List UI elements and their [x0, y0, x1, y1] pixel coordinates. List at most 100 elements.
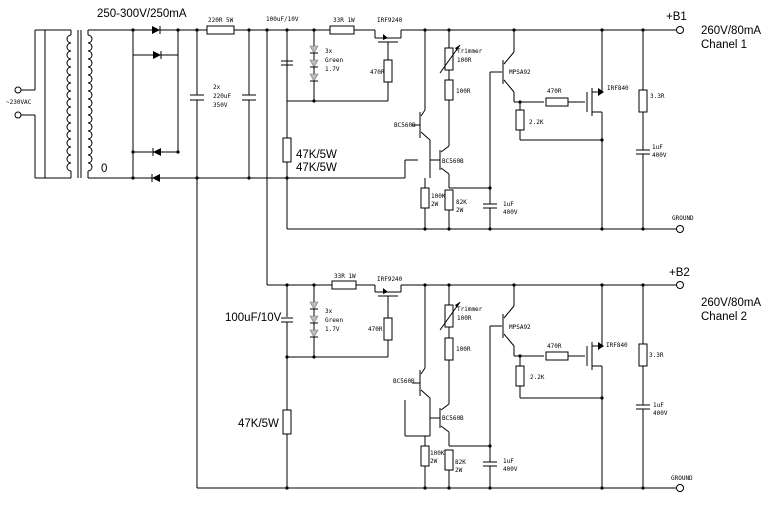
- ch2-name: Chanel 2: [701, 311, 747, 323]
- trimmer-value-ch2: 100R: [457, 315, 472, 322]
- resistor-3r3-ch1: [638, 89, 648, 113]
- ac-input-terminals: [14, 29, 45, 179]
- mosfet-irf9240-ch1: [374, 30, 402, 60]
- resistor-2k2-ch2: [515, 365, 525, 387]
- resistor-82k-ch1: [444, 189, 454, 211]
- irf840-label-ch1: IRF840: [607, 85, 629, 92]
- res-47k-label-b: 47K/5W: [296, 162, 337, 174]
- mpsa92-label-ch1: MPSA92: [509, 69, 531, 76]
- res-82k-label-ch1: 82K: [456, 199, 467, 206]
- cap-1uf-label-ch2: 1uF: [503, 458, 514, 465]
- cap-1uf-b-volt-ch2: 400V: [653, 410, 668, 417]
- trimmer-ch1: [444, 47, 454, 71]
- bc-lower-label-ch1: BC560B: [442, 158, 464, 165]
- res-82k-label-ch2: 82K: [455, 459, 466, 466]
- cap-100uf-label-ch1: 100uF/10V: [266, 16, 299, 23]
- transistor-bc560b-upper-ch1: [412, 109, 431, 141]
- transistor-bc560b-upper-ch2: [412, 367, 431, 399]
- res-470r-out-label-ch2: 470R: [547, 343, 562, 350]
- bc-upper-label-ch2: BC560B: [393, 378, 415, 385]
- mpsa92-label-ch2: MPSA92: [509, 324, 531, 331]
- led-string-ch1: [309, 45, 319, 82]
- ground-label-ch1: GROUND: [672, 215, 694, 222]
- ac-input-label: ~230VAC: [6, 99, 32, 106]
- trimmer-value-ch1: 100R: [457, 57, 472, 64]
- cap-count-label: 2x: [213, 84, 221, 91]
- reservoir-capacitors: [190, 30, 256, 178]
- ground-label-ch2: GROUND: [671, 475, 693, 482]
- resistor-33r-ch1: [329, 25, 355, 35]
- resistor-33r-ch2: [331, 280, 357, 290]
- cap-1uf-volt-ch2: 400V: [503, 466, 518, 473]
- resistor-82k-ch2: [444, 449, 454, 471]
- terminal-b2: [676, 281, 684, 289]
- res-3r3-label-ch1: 3.3R: [650, 93, 665, 100]
- led-count-ch1: 3x: [325, 48, 333, 55]
- mosfet-irf9240-ch2: [374, 285, 402, 318]
- bridge-rectifier: [132, 26, 179, 182]
- terminal-b1: [676, 26, 684, 34]
- res-82k-watt-ch2: 2W: [455, 467, 463, 474]
- resistor-100r-ch2: [444, 337, 454, 361]
- bc-lower-label-ch2: BC560B: [442, 415, 464, 422]
- transistor-bc560b-lower-ch1: [430, 145, 450, 175]
- led-voltage-ch2: 1.7V: [325, 326, 340, 333]
- resistor-220r-label: 220R 5W: [208, 17, 234, 24]
- res-470r-gate-label-ch1: 470R: [370, 69, 385, 76]
- resistor-220r: [206, 25, 235, 35]
- res-2k2-label-ch2: 2.2K: [530, 374, 545, 381]
- led-color-ch2: Green: [325, 317, 343, 324]
- transistor-bc560b-lower-ch2: [430, 403, 450, 433]
- resistor-3r3-ch2: [638, 343, 648, 367]
- resistor-470r-out-ch2: [545, 351, 569, 361]
- mosfet-irf840-ch1: [586, 30, 604, 229]
- trimmer-label-ch2: Trimmer: [457, 306, 483, 313]
- transformer: [43, 29, 93, 179]
- res-82k-watt-ch1: 2W: [456, 207, 464, 214]
- res-100k-label-ch1: 100K: [431, 193, 446, 200]
- resistor-100k-ch1: [420, 187, 430, 209]
- res-100r-label-ch1: 100R: [456, 88, 471, 95]
- ch1-spec: 260V/80mA: [701, 25, 761, 37]
- res-47k-label-ch2: 47K/5W: [238, 418, 279, 430]
- res-3r3-label-ch2: 3.3R: [649, 352, 664, 359]
- res-100k-watt-ch2: 2W: [430, 458, 438, 465]
- resistor-470r-out-ch1: [545, 97, 569, 107]
- res-100r-label-ch2: 100R: [456, 346, 471, 353]
- terminal-ground-ch2: [676, 484, 684, 492]
- led-string-ch2: [309, 301, 319, 338]
- res-470r-out-label-ch1: 470R: [547, 88, 562, 95]
- led-color-ch1: Green: [325, 57, 343, 64]
- irf840-label-ch2: IRF840: [606, 342, 628, 349]
- cap-value-label: 220uF: [213, 93, 231, 100]
- cap-1uf-b-label-ch1: 1uF: [652, 144, 663, 151]
- res-33r-label-ch1: 33R 1W: [333, 17, 355, 24]
- led-count-ch2: 3x: [325, 308, 333, 315]
- res-33r-label-ch2: 33R 1W: [334, 273, 356, 280]
- resistor-47k-ch2: [282, 409, 292, 435]
- cap-1uf-label-ch1: 1uF: [503, 201, 514, 208]
- res-2k2-label-ch1: 2.2K: [529, 119, 544, 126]
- cap-voltage-label: 350V: [213, 102, 228, 109]
- cap-1uf-b-label-ch2: 1uF: [653, 402, 664, 409]
- resistor-470r-gate-ch1: [383, 59, 393, 83]
- secondary-tap-label: 0: [101, 163, 107, 175]
- ch1-name: Chanel 1: [701, 39, 747, 51]
- rail-b1-label: +B1: [666, 11, 687, 23]
- res-100k-watt-ch1: 2W: [431, 201, 439, 208]
- junction-dots: [131, 28, 289, 180]
- cap-1uf-volt-ch1: 400V: [503, 209, 518, 216]
- mosfet-top-label-ch2: IRF9240: [377, 276, 403, 283]
- ch2-spec: 260V/80mA: [701, 297, 761, 309]
- resistor-2k2-ch1: [515, 109, 525, 131]
- led-voltage-ch1: 1.7V: [325, 66, 340, 73]
- mosfet-irf840-ch2: [586, 285, 604, 488]
- trimmer-label-ch1: Trimmer: [457, 48, 483, 55]
- mosfet-top-label-ch1: IRF9240: [377, 17, 403, 24]
- trimmer-ch2: [444, 304, 454, 328]
- resistor-100k-ch2: [420, 445, 430, 467]
- resistor-47k-ch1: [282, 137, 292, 163]
- cap-1uf-b-volt-ch1: 400V: [652, 152, 667, 159]
- resistor-470r-gate-ch2: [383, 317, 393, 341]
